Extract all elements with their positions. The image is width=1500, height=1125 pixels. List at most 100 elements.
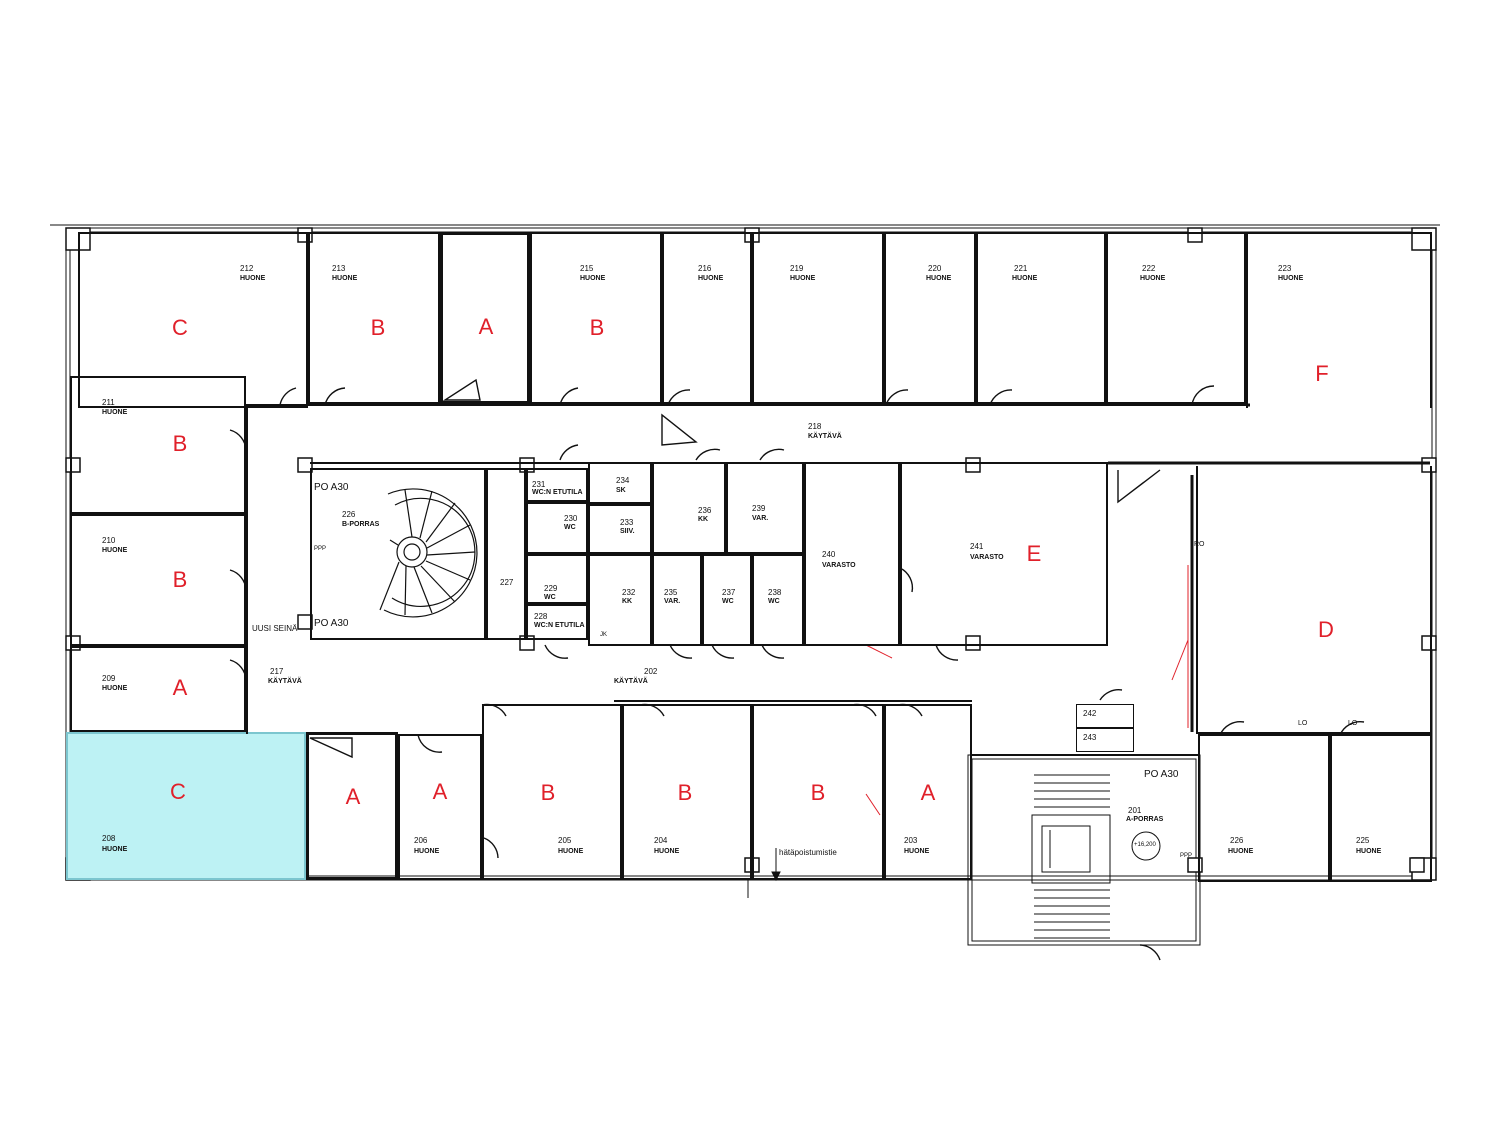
room-225[interactable]: 225 HUONE — [1330, 734, 1432, 882]
room-227[interactable]: 227 — [486, 468, 526, 640]
corridor-wall-lower-right — [972, 754, 1198, 756]
room-number: 210 — [102, 536, 116, 545]
room-237[interactable]: 237 WC — [702, 554, 752, 646]
room-name: HUONE — [1012, 275, 1038, 282]
door-swing — [899, 567, 914, 593]
room-number: 232 — [622, 588, 636, 597]
room-number: 222 — [1142, 264, 1156, 273]
room-208[interactable]: 208 HUONE C — [66, 732, 306, 880]
room-number: 235 — [664, 588, 678, 597]
room-234[interactable]: 234 SK — [588, 462, 652, 504]
red-door-swing — [1171, 639, 1189, 681]
room-a-top[interactable]: A — [440, 232, 530, 404]
level-marker — [1131, 831, 1161, 861]
room-230[interactable]: 230 WC — [526, 502, 588, 554]
room-emergency-exit[interactable]: B — [752, 704, 884, 880]
room-number: 225 — [1356, 836, 1370, 845]
room-238[interactable]: 238 WC — [752, 554, 804, 646]
note-lo: LO — [1298, 720, 1308, 727]
room-a-bottom[interactable]: A — [306, 732, 398, 880]
door-swing — [1099, 689, 1123, 701]
room-category: B — [172, 431, 188, 456]
red-door-swing — [865, 644, 893, 659]
room-category: B — [172, 567, 188, 592]
room-name: HUONE — [1228, 848, 1254, 855]
room-name: HUONE — [102, 685, 128, 692]
door-swing — [483, 837, 499, 859]
door-swing — [1139, 944, 1161, 961]
column — [297, 457, 313, 473]
room-243[interactable]: 243 — [1076, 728, 1134, 752]
room-233[interactable]: 233 SIIV. — [588, 504, 652, 554]
corridor-wall-218-top — [246, 404, 1250, 406]
room-number: 213 — [332, 264, 346, 273]
room-213[interactable]: 213 HUONE B — [308, 232, 440, 404]
room-number: 234 — [616, 476, 630, 485]
room-category: A — [345, 784, 361, 809]
room-211[interactable]: 211 HUONE B — [70, 376, 246, 514]
room-209[interactable]: 209 HUONE A — [70, 646, 246, 732]
column — [1187, 227, 1203, 243]
room-category: B — [677, 780, 693, 805]
stair-tower-inner — [971, 758, 1197, 942]
corridor-218-name: KÄYTÄVÄ — [808, 433, 842, 440]
room-category: A — [920, 780, 936, 805]
room-212[interactable]: 212 HUONE C — [78, 232, 308, 408]
room-235[interactable]: 235 VAR. — [652, 554, 702, 646]
room-number: 227 — [500, 578, 514, 587]
room-category: F — [1315, 361, 1329, 386]
room-242[interactable]: 242 — [1076, 704, 1134, 728]
room-d[interactable]: D — [1196, 466, 1432, 734]
room-category: E — [1026, 541, 1042, 566]
room-number: 228 — [534, 612, 548, 621]
room-name: HUONE — [1356, 848, 1382, 855]
room-name: SIIV. — [620, 528, 635, 535]
room-category: C — [172, 315, 188, 340]
room-category: B — [540, 780, 556, 805]
room-220[interactable]: 220 HUONE — [884, 232, 976, 404]
room-228[interactable]: 228 WC:N ETUTILA — [526, 604, 588, 640]
room-241[interactable]: 241 VARASTO E — [900, 462, 1108, 646]
room-name: HUONE — [654, 848, 680, 855]
room-name: WC:N ETUTILA — [532, 489, 583, 496]
room-226-right[interactable]: 226 HUONE — [1198, 734, 1330, 882]
room-number: 212 — [240, 264, 254, 273]
room-name: HUONE — [926, 275, 952, 282]
room-216[interactable]: 216 HUONE — [662, 232, 752, 404]
room-229[interactable]: 229 WC — [526, 554, 588, 604]
room-206[interactable]: 206 HUONE A — [398, 734, 482, 880]
room-name: HUONE — [102, 846, 128, 853]
room-number: 239 — [752, 504, 766, 513]
room-215[interactable]: 215 HUONE B — [530, 232, 662, 404]
room-204[interactable]: 204 HUONE B — [622, 704, 752, 880]
room-number: 211 — [102, 398, 115, 407]
room-205[interactable]: 205 HUONE B — [482, 704, 622, 880]
room-210[interactable]: 210 HUONE B — [70, 514, 246, 646]
corridor-217-name: KÄYTÄVÄ — [268, 678, 302, 685]
room-222[interactable]: 222 HUONE — [1106, 232, 1246, 404]
room-203[interactable]: 203 HUONE A — [884, 704, 972, 880]
red-door-swing — [865, 793, 881, 816]
room-name: HUONE — [558, 848, 584, 855]
room-223[interactable]: 223 HUONE F — [1246, 232, 1432, 408]
room-226-stair[interactable]: 226 B-PORRAS PO A30 PO A30 PPP — [310, 468, 486, 640]
room-201-name: A-PORRAS — [1126, 816, 1164, 823]
room-236[interactable]: 236 KK — [652, 462, 726, 554]
corridor-202-number: 202 — [644, 667, 658, 676]
room-category: B — [810, 780, 826, 805]
room-name: HUONE — [1278, 275, 1304, 282]
room-number: 209 — [102, 674, 116, 683]
door-swing — [279, 387, 297, 406]
note-ppp: PPP — [314, 546, 327, 552]
room-221[interactable]: 221 HUONE — [976, 232, 1106, 404]
room-231[interactable]: 231 WC:N ETUTILA — [526, 468, 588, 502]
room-219[interactable]: 219 HUONE — [752, 232, 884, 404]
room-name: WC — [544, 594, 556, 601]
room-number: 203 — [904, 836, 918, 845]
room-name: WC — [564, 524, 576, 531]
room-239[interactable]: 239 VAR. — [726, 462, 804, 554]
room-232[interactable]: 232 KK JK — [588, 554, 652, 646]
corridor-217-number: 217 — [270, 667, 284, 676]
room-240[interactable]: 240 VARASTO — [804, 462, 900, 646]
